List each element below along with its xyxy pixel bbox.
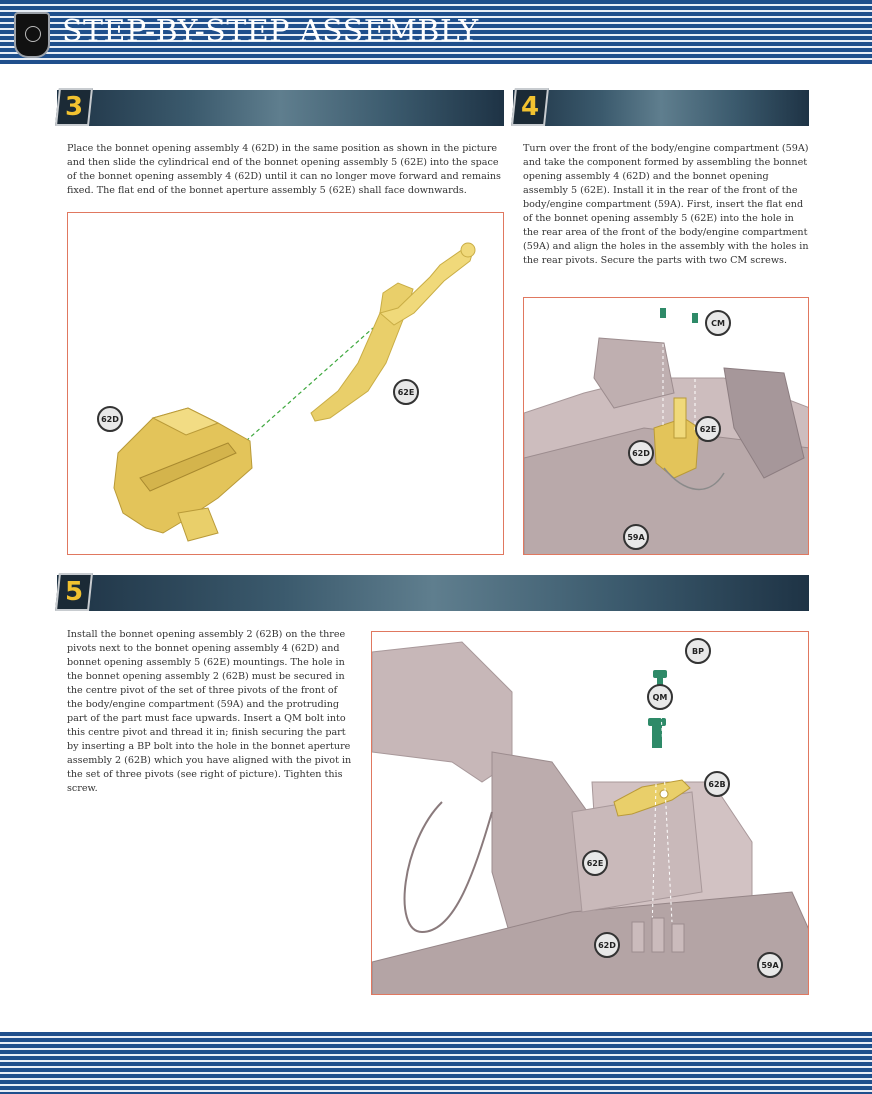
header-banner: STEP-BY-STEP ASSEMBLY	[0, 0, 872, 64]
callout-62e: 62E	[393, 379, 419, 405]
callout-59a: 59A	[757, 952, 783, 978]
step-4-text: Turn over the front of the body/engine c…	[523, 143, 809, 266]
callout-62e: 62E	[695, 416, 721, 442]
step-3-text: Place the bonnet opening assembly 4 (62D…	[67, 143, 501, 196]
step-4-illustration: CM 62E 62D 59A	[523, 297, 809, 555]
step-5-badge: 5	[55, 573, 93, 611]
step-5-number: 5	[64, 577, 84, 607]
page-title: STEP-BY-STEP ASSEMBLY	[62, 14, 479, 49]
shield-logo-icon	[14, 12, 50, 58]
callout-qm: QM	[647, 684, 673, 710]
step-4-header: 4	[511, 88, 809, 126]
footer-banner	[0, 1032, 872, 1094]
callout-62d: 62D	[594, 932, 620, 958]
callout-62e: 62E	[582, 850, 608, 876]
step-5-header: 5	[55, 573, 809, 611]
step-5-text: Install the bonnet opening assembly 2 (6…	[67, 629, 352, 794]
step-4-number: 4	[520, 92, 540, 122]
step-4-badge: 4	[511, 88, 549, 126]
step-3-badge: 3	[55, 88, 93, 126]
step-3-header: 3	[55, 88, 504, 126]
callout-59a: 59A	[623, 524, 649, 550]
step-3-drawing	[113, 242, 476, 542]
callout-62d: 62D	[628, 440, 654, 466]
step-4-drawing	[524, 308, 808, 554]
callout-cm: CM	[705, 310, 731, 336]
callout-62d: 62D	[97, 406, 123, 432]
callout-bp: BP	[685, 638, 711, 664]
step-3-number: 3	[64, 92, 84, 122]
step-5-drawing	[372, 641, 808, 994]
step-5-illustration: BP QM 62B 62E 62D 59A	[371, 631, 809, 995]
callout-62b: 62B	[704, 771, 730, 797]
step-3-illustration: 62D 62E	[67, 212, 504, 555]
